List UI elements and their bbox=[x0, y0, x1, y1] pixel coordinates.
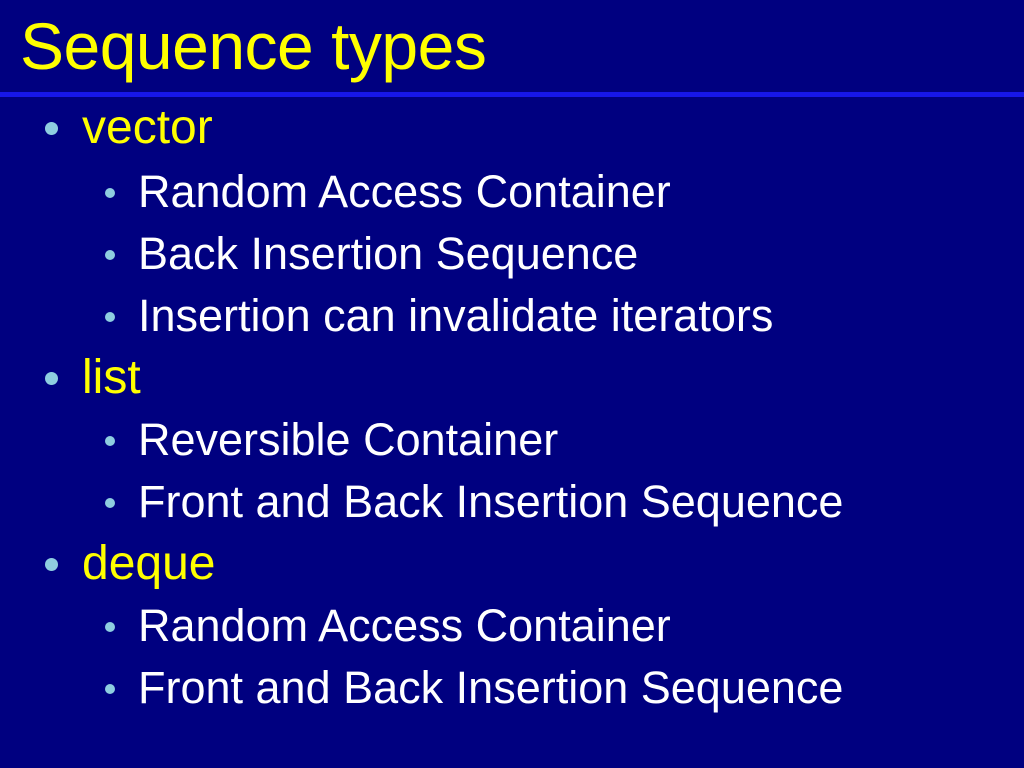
bullet-label: Front and Back Insertion Sequence bbox=[138, 662, 844, 713]
bullet-label: Back Insertion Sequence bbox=[138, 228, 639, 279]
bullet-label: Insertion can invalidate iterators bbox=[138, 290, 774, 341]
bullet-dot-icon bbox=[105, 312, 115, 322]
bullet-label: deque bbox=[82, 537, 216, 590]
bullet-dot-icon bbox=[105, 622, 115, 632]
list-item: Back Insertion Sequence bbox=[0, 223, 1024, 285]
page-title: Sequence types bbox=[20, 9, 487, 83]
bullet-label: vector bbox=[82, 101, 213, 154]
bullet-label: Reversible Container bbox=[138, 414, 559, 465]
list-item: Insertion can invalidate iterators bbox=[0, 285, 1024, 347]
title-divider-rule bbox=[0, 92, 1024, 97]
bullet-dot-icon bbox=[45, 122, 58, 135]
list-item: vector bbox=[0, 97, 1024, 161]
list-item: list bbox=[0, 347, 1024, 409]
bullet-label: Random Access Container bbox=[138, 600, 671, 651]
bullet-label: Random Access Container bbox=[138, 166, 671, 217]
bullet-dot-icon bbox=[45, 372, 58, 385]
bullet-dot-icon bbox=[45, 558, 58, 571]
bullet-label: Front and Back Insertion Sequence bbox=[138, 476, 844, 527]
bullet-dot-icon bbox=[105, 250, 115, 260]
list-item: Front and Back Insertion Sequence bbox=[0, 657, 1024, 719]
bullet-dot-icon bbox=[105, 684, 115, 694]
list-item: deque bbox=[0, 533, 1024, 595]
slide-title-area: Sequence types bbox=[0, 0, 1024, 92]
bullet-dot-icon bbox=[105, 498, 115, 508]
slide-bullet-list: vector Random Access Container Back Inse… bbox=[0, 97, 1024, 768]
list-item: Random Access Container bbox=[0, 595, 1024, 657]
bullet-label: list bbox=[82, 351, 141, 404]
bullet-dot-icon bbox=[105, 436, 115, 446]
bullet-dot-icon bbox=[105, 188, 115, 198]
list-item: Reversible Container bbox=[0, 409, 1024, 471]
list-item: Front and Back Insertion Sequence bbox=[0, 471, 1024, 533]
list-item: Random Access Container bbox=[0, 161, 1024, 223]
